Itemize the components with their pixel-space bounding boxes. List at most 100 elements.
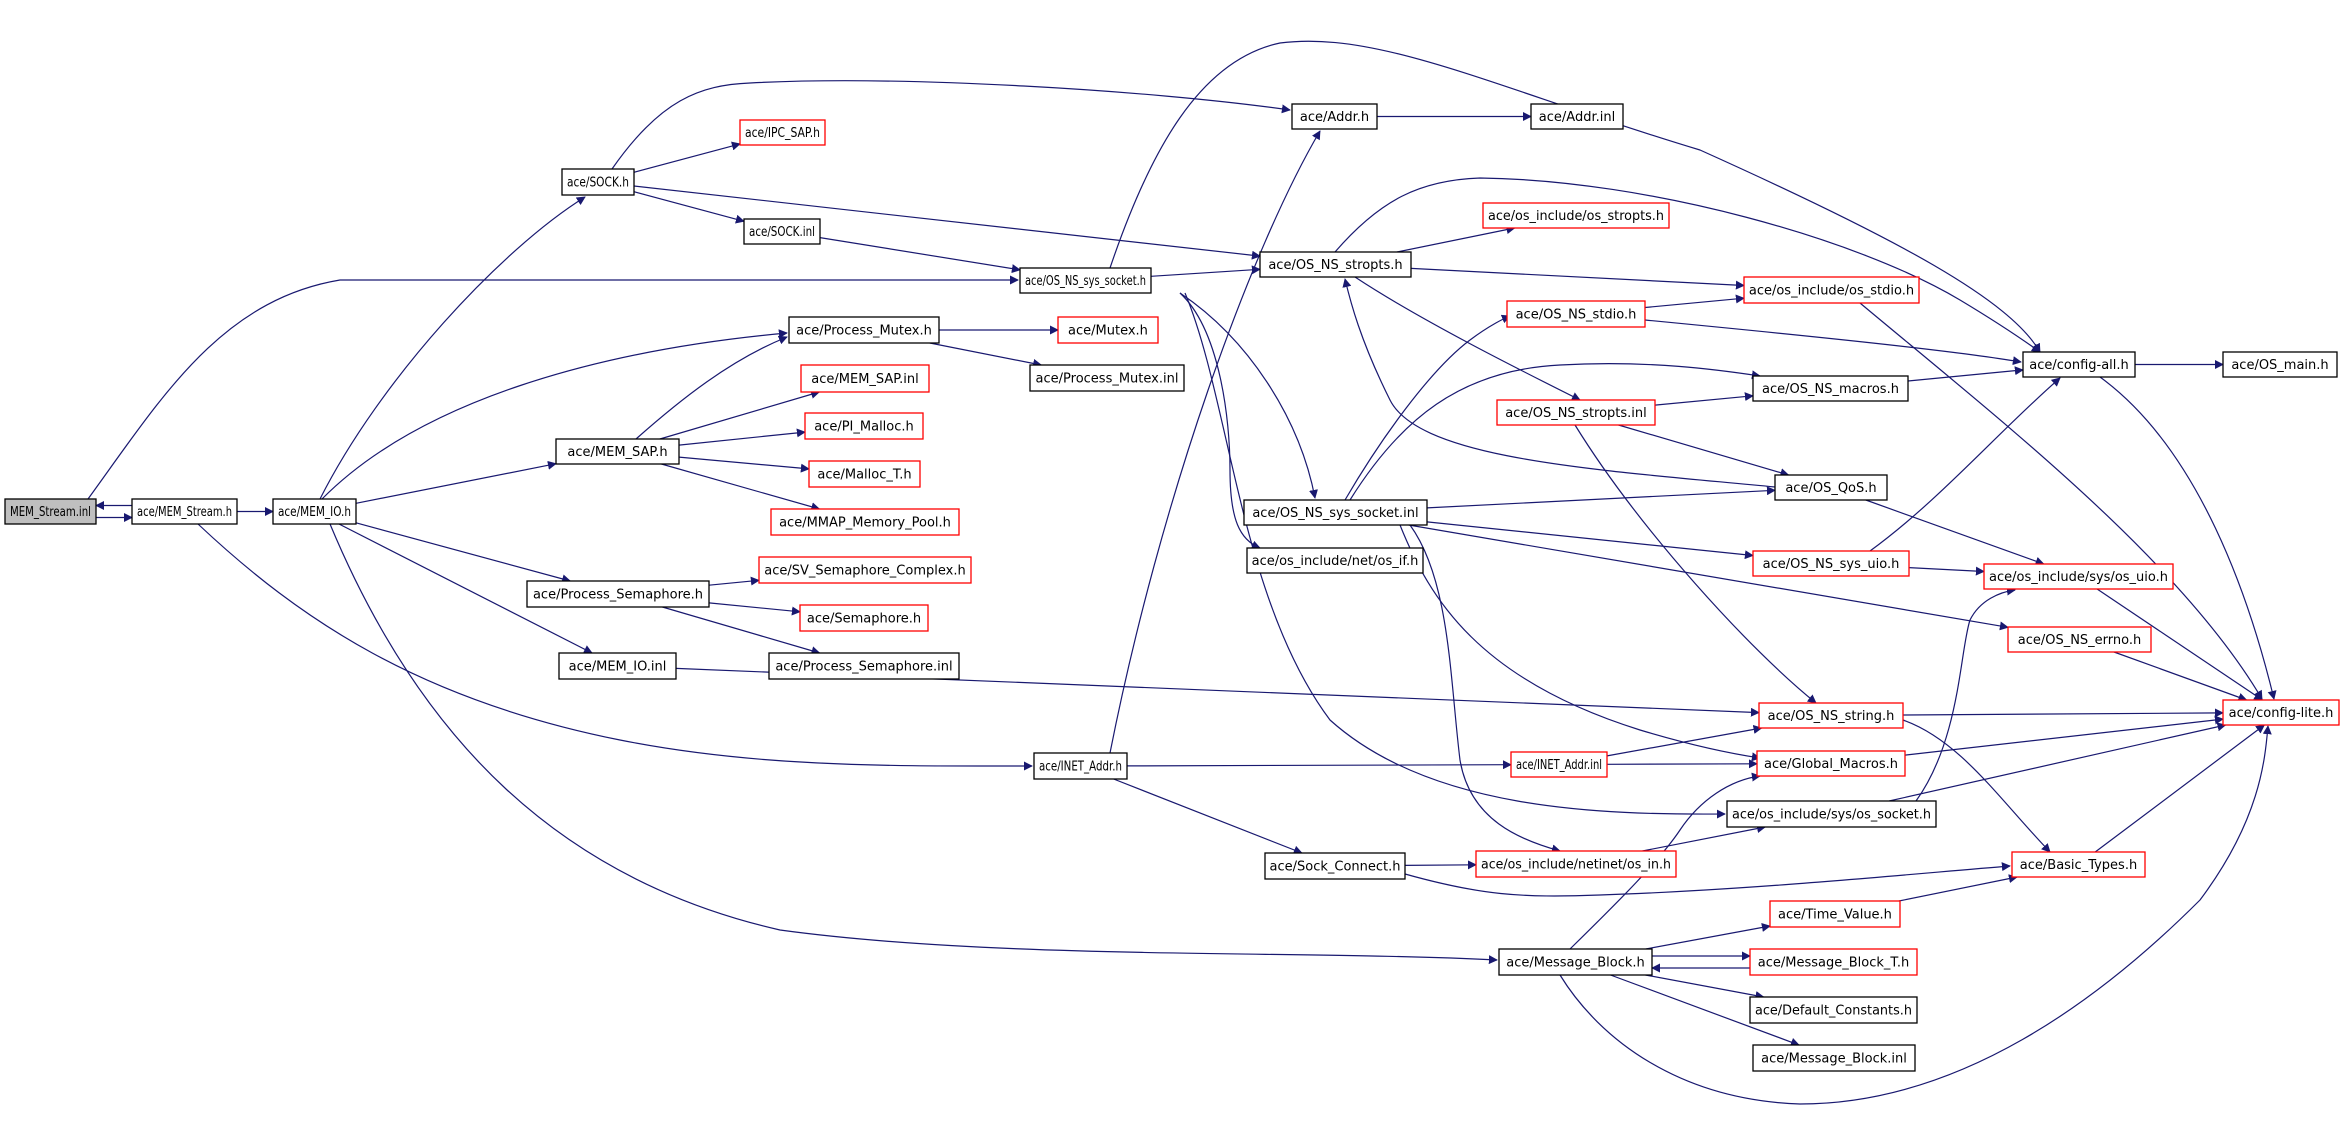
node-mem-sap-inl[interactable]: ace/MEM_SAP.inl [800,364,930,393]
node-box[interactable] [1749,948,1918,976]
node-sock-inl[interactable]: ace/SOCK.inl [743,218,821,245]
node-os-stropts-h[interactable]: ace/os_include/os_stropts.h [1482,202,1670,229]
node-box[interactable] [1291,103,1378,130]
node-process-mutex-h[interactable]: ace/Process_Mutex.h [788,316,940,344]
node-box[interactable] [2007,626,2152,653]
node-box[interactable] [768,652,960,680]
node-process-mutex-inl[interactable]: ace/Process_Mutex.inl [1029,364,1185,392]
node-default-constants-h[interactable]: ace/Default_Constants.h [1749,996,1918,1024]
node-mutex-h[interactable]: ace/Mutex.h [1057,316,1159,344]
node-box[interactable] [1726,800,1937,828]
node-pi-malloc-h[interactable]: ace/PI_Malloc.h [804,412,924,440]
node-mem-io-inl[interactable]: ace/MEM_IO.inl [558,652,677,680]
node-basic-types-h[interactable]: ace/Basic_Types.h [2011,851,2146,878]
node-os-uio-h[interactable]: ace/os_include/sys/os_uio.h [1983,563,2174,590]
node-box[interactable] [1475,850,1677,878]
node-box[interactable] [561,168,635,196]
edge-inet_addr_inl-to-os_ns_string_h [1606,725,1763,757]
node-os-ns-stropts-h[interactable]: ace/OS_NS_stropts.h [1259,251,1412,278]
node-box[interactable] [2022,351,2136,378]
node-addr-inl[interactable]: ace/Addr.inl [1530,103,1624,130]
node-os-in-h[interactable]: ace/os_include/netinet/os_in.h [1475,850,1677,878]
node-box[interactable] [1752,375,1909,402]
node-box[interactable] [1506,300,1646,328]
node-global-macros-h[interactable]: ace/Global_Macros.h [1756,750,1906,777]
node-os-ns-string-h[interactable]: ace/OS_NS_string.h [1758,702,1904,729]
node-box[interactable] [1756,750,1906,777]
node-process-semaphore-h[interactable]: ace/Process_Semaphore.h [526,580,710,608]
node-box[interactable] [2222,351,2338,378]
node-box[interactable] [131,498,238,525]
node-box[interactable] [1496,399,1656,426]
node-config-lite-h[interactable]: ace/config-lite.h [2222,699,2340,726]
node-os-ns-macros-h[interactable]: ace/OS_NS_macros.h [1752,375,1909,402]
node-box[interactable] [1510,751,1608,778]
node-box[interactable] [1752,1044,1916,1072]
node-mem-sap-h[interactable]: ace/MEM_SAP.h [555,438,680,465]
node-time-value-h[interactable]: ace/Time_Value.h [1769,900,1901,928]
node-box[interactable] [1758,702,1904,729]
node-box[interactable] [558,652,677,680]
node-box[interactable] [1264,852,1406,880]
node-box[interactable] [555,438,680,465]
node-box[interactable] [526,580,710,608]
node-box[interactable] [743,218,821,245]
node-mmap-memory-pool-h[interactable]: ace/MMAP_Memory_Pool.h [770,508,960,536]
node-os-qos-h[interactable]: ace/OS_QoS.h [1774,474,1888,501]
node-box[interactable] [739,119,826,146]
node-os-ns-sys-socket-h[interactable]: ace/OS_NS_sys_socket.h [1019,267,1152,294]
node-box[interactable] [272,498,357,525]
node-os-ns-sys-uio-h[interactable]: ace/OS_NS_sys_uio.h [1752,550,1910,577]
node-os-ns-sys-socket-inl[interactable]: ace/OS_NS_sys_socket.inl [1243,499,1428,526]
node-addr-h[interactable]: ace/Addr.h [1291,103,1378,130]
node-box[interactable] [1774,474,1888,501]
node-box[interactable] [1243,499,1428,526]
node-box[interactable] [808,460,921,488]
node-os-if-h[interactable]: ace/os_include/net/os_if.h [1246,547,1424,574]
node-box[interactable] [1019,267,1152,294]
node-box[interactable] [1029,364,1185,392]
node-box[interactable] [1033,752,1128,780]
node-os-main-h[interactable]: ace/OS_main.h [2222,351,2338,378]
node-box[interactable] [1057,316,1159,344]
node-box[interactable] [799,604,929,632]
edge-mem_io_h-to-mem_io_inl [338,523,593,654]
node-malloc-t-h[interactable]: ace/Malloc_T.h [808,460,921,488]
node-box[interactable] [1983,563,2174,590]
node-box[interactable] [1482,202,1670,229]
node-message-block-inl[interactable]: ace/Message_Block.inl [1752,1044,1916,1072]
node-semaphore-h[interactable]: ace/Semaphore.h [799,604,929,632]
node-box[interactable] [1749,996,1918,1024]
node-sock-connect-h[interactable]: ace/Sock_Connect.h [1264,852,1406,880]
node-box[interactable] [1530,103,1624,130]
node-os-socket-h[interactable]: ace/os_include/sys/os_socket.h [1726,800,1937,828]
node-os-stdio-h[interactable]: ace/os_include/os_stdio.h [1743,276,1920,304]
node-box[interactable] [1752,550,1910,577]
node-mem-stream-h[interactable]: ace/MEM_Stream.h [131,498,238,525]
node-inet-addr-h[interactable]: ace/INET_Addr.h [1033,752,1128,780]
node-os-ns-stropts-inl[interactable]: ace/OS_NS_stropts.inl [1496,399,1656,426]
node-box[interactable] [1259,251,1412,278]
node-box[interactable] [1498,948,1653,976]
node-box[interactable] [788,316,940,344]
node-message-block-h[interactable]: ace/Message_Block.h [1498,948,1653,976]
node-box[interactable] [758,556,972,584]
node-box[interactable] [1769,900,1901,928]
node-ipc-sap-h[interactable]: ace/IPC_SAP.h [739,119,826,146]
node-box[interactable] [2222,699,2340,726]
node-message-block-t-h[interactable]: ace/Message_Block_T.h [1749,948,1918,976]
node-box[interactable] [1743,276,1920,304]
node-sv-semaphore-complex-h[interactable]: ace/SV_Semaphore_Complex.h [758,556,972,584]
node-box[interactable] [2011,851,2146,878]
node-box[interactable] [1246,547,1424,574]
node-inet-addr-inl[interactable]: ace/INET_Addr.inl [1510,751,1608,778]
node-mem-io-h[interactable]: ace/MEM_IO.h [272,498,357,525]
node-config-all-h[interactable]: ace/config-all.h [2022,351,2136,378]
node-os-ns-stdio-h[interactable]: ace/OS_NS_stdio.h [1506,300,1646,328]
node-os-ns-errno-h[interactable]: ace/OS_NS_errno.h [2007,626,2152,653]
node-sock-h[interactable]: ace/SOCK.h [561,168,635,196]
node-box[interactable] [770,508,960,536]
node-box[interactable] [804,412,924,440]
node-box[interactable] [800,364,930,393]
node-process-semaphore-inl[interactable]: ace/Process_Semaphore.inl [768,652,960,680]
